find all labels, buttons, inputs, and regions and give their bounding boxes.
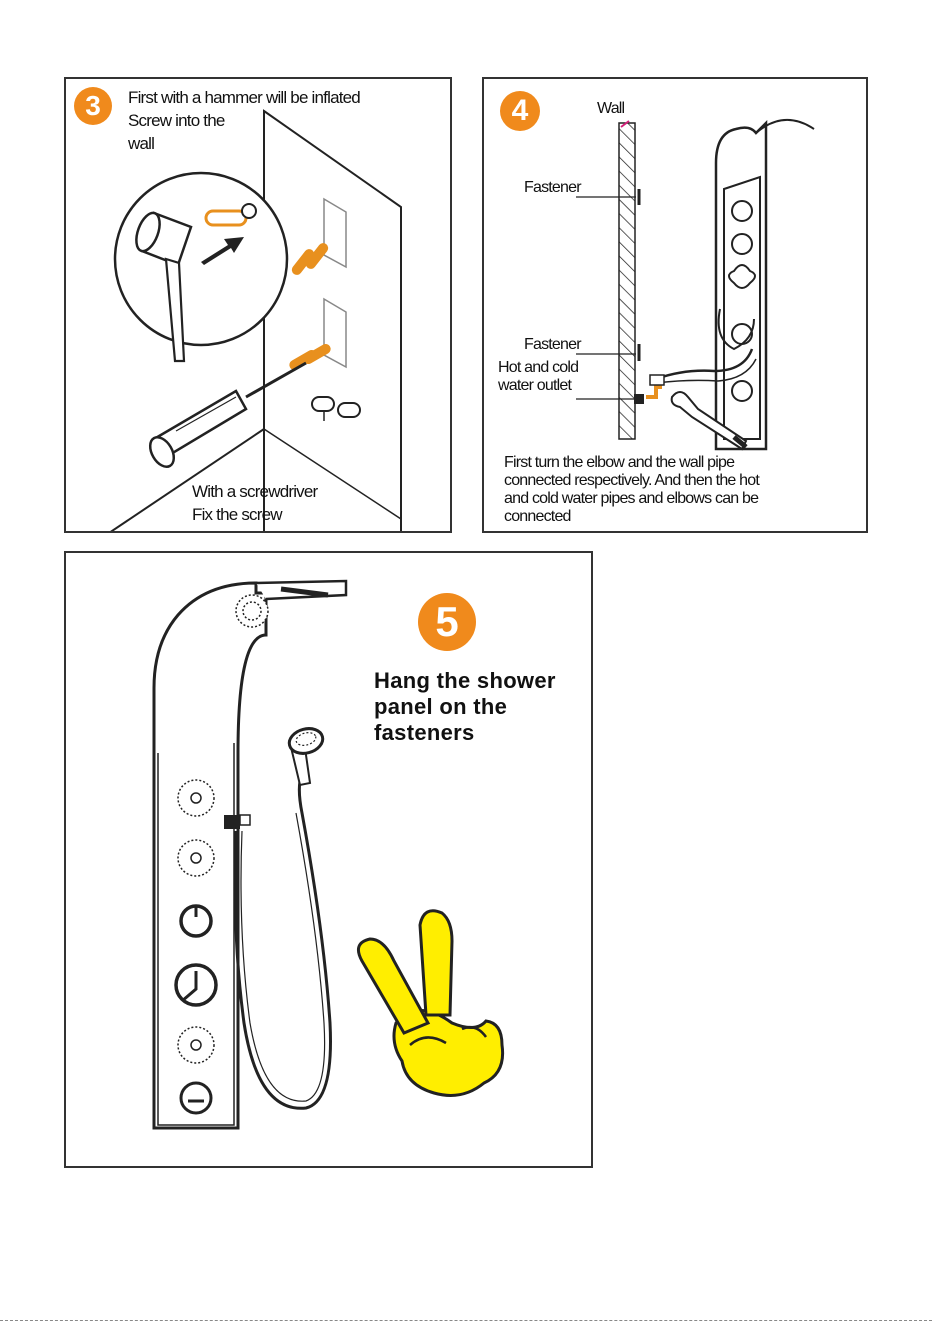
step-4-instruction-line3: and cold water pipes and elbows can be <box>504 490 759 507</box>
step-3-panel: 3 First with a hammer will be inflated S… <box>64 77 452 533</box>
hose <box>233 780 332 1110</box>
step-3-instruction-bottom-line2: Fix the screw <box>192 505 283 524</box>
step-3-instruction-line3: wall <box>128 134 155 153</box>
upper-bracket <box>291 197 347 275</box>
elbow-icon <box>646 385 662 399</box>
shower-panel-icon <box>152 579 348 1130</box>
step-4-badge: 4 <box>500 91 540 131</box>
step-3-instruction-line2: Screw into the <box>128 111 225 130</box>
step-3-illustration <box>110 109 402 531</box>
water-outlet <box>634 394 644 404</box>
hose-upper <box>655 348 754 381</box>
shower-panel-icon <box>714 118 815 451</box>
step-5-badge: 5 <box>418 593 476 651</box>
step-4-illustration <box>576 118 815 451</box>
wall-label: Wall <box>597 100 625 117</box>
step-3-badge: 3 <box>74 87 112 125</box>
zoom-circle <box>113 171 289 347</box>
wall-floor-edge <box>263 428 402 520</box>
step-4-instruction-line4: connected <box>504 508 571 525</box>
step-4-panel: 4 Wall Fastener Fastener Hot and cold wa… <box>482 77 868 533</box>
wrench-icon <box>670 391 748 451</box>
outlet-label-line2: water outlet <box>498 377 572 394</box>
arrow-icon <box>201 237 244 265</box>
lower-bracket <box>289 297 347 370</box>
step-4-instruction-line2: connected respectively. And then the hot <box>504 472 760 489</box>
anchor-zoom-icon <box>204 203 257 227</box>
hammer-icon <box>135 211 193 363</box>
hand-shower-holder <box>224 815 240 829</box>
floor-edge <box>110 428 265 531</box>
wall-section <box>618 122 636 440</box>
screwdriver-icon <box>148 361 307 468</box>
outlet-knob <box>179 1081 213 1115</box>
step-5-instruction-line1: Hang the shower <box>374 668 556 693</box>
outlet-label-line1: Hot and cold <box>498 359 579 376</box>
step-5-instruction-line3: fasteners <box>374 720 475 745</box>
fastener-top-label: Fastener <box>524 179 582 196</box>
step-3-instruction-top: First with a hammer will be inflated <box>128 88 361 107</box>
step-5-illustration <box>152 579 505 1130</box>
step-4-instruction-line1: First turn the elbow and the wall pipe <box>504 454 735 471</box>
step-3-instruction-bottom-line1: With a screwdriver <box>192 482 318 501</box>
fastener-bottom-label: Fastener <box>524 336 582 353</box>
screws-icon <box>311 396 361 421</box>
peace-hand-icon <box>356 909 505 1097</box>
step-5-instruction-line2: panel on the <box>374 694 508 719</box>
hand-shower-icon <box>287 727 325 787</box>
page-bottom-rule <box>0 1320 932 1321</box>
step-5-panel: 5 Hang the shower panel on the fasteners <box>64 551 593 1168</box>
